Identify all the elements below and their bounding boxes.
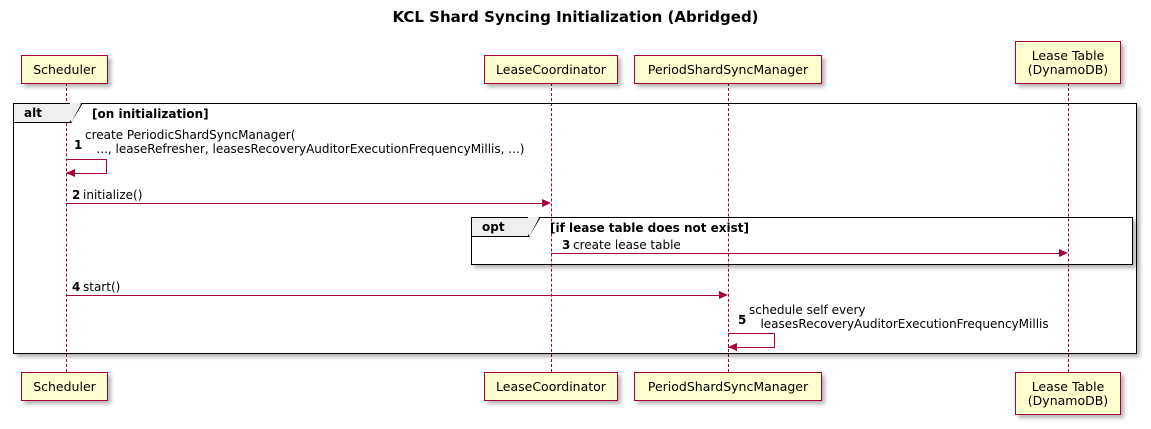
- alt-frame: [13, 103, 1137, 354]
- message-3-number: 3: [562, 238, 571, 252]
- opt-frame-operator-tab: opt: [472, 217, 540, 237]
- participant-scheduler-bottom-label: Scheduler: [33, 378, 96, 394]
- lifeline-scheduler: [66, 83, 67, 372]
- message-5-arrowhead: [728, 343, 737, 351]
- message-1-label: create PeriodicShardSyncManager( ..., le…: [85, 128, 525, 156]
- alt-frame-operator-tab: alt: [14, 103, 82, 123]
- participant-periodshardsyncmanager-bottom[interactable]: PeriodShardSyncManager: [634, 372, 822, 401]
- message-5-label: schedule self every leasesRecoveryAudito…: [749, 303, 1049, 331]
- lifeline-leasecoordinator: [551, 83, 552, 372]
- diagram-title: KCL Shard Syncing Initialization (Abridg…: [392, 8, 759, 26]
- participant-periodshardsyncmanager-top[interactable]: PeriodShardSyncManager: [634, 55, 822, 84]
- participant-periodshardsyncmanager-bottom-label: PeriodShardSyncManager: [647, 378, 809, 394]
- participant-leasecoordinator-top[interactable]: LeaseCoordinator: [484, 55, 618, 84]
- participant-leasetable-bottom[interactable]: Lease Table (DynamoDB): [1015, 372, 1121, 415]
- message-2-arrowhead: [542, 198, 551, 207]
- message-3-label: create lease table: [573, 238, 681, 252]
- message-3-line: [551, 253, 1060, 254]
- message-1-arrowhead: [66, 169, 75, 177]
- participant-scheduler-top[interactable]: Scheduler: [21, 55, 108, 84]
- message-4-label: start(): [83, 280, 121, 294]
- opt-operator-label: opt: [482, 220, 505, 234]
- participant-leasecoordinator-bottom-label: LeaseCoordinator: [496, 378, 606, 394]
- message-4-number: 4: [72, 280, 81, 294]
- participant-leasetable-top[interactable]: Lease Table (DynamoDB): [1015, 41, 1121, 84]
- participant-periodshardsyncmanager-top-label: PeriodShardSyncManager: [647, 61, 809, 77]
- message-1-self-loop: [66, 159, 107, 174]
- participant-leasecoordinator-top-label: LeaseCoordinator: [496, 61, 606, 77]
- participant-leasecoordinator-bottom[interactable]: LeaseCoordinator: [484, 372, 618, 401]
- participant-scheduler-bottom[interactable]: Scheduler: [21, 372, 108, 401]
- message-1-number: 1: [74, 138, 83, 152]
- message-5-number: 5: [738, 313, 747, 327]
- lifeline-periodshardsyncmanager: [728, 83, 729, 372]
- opt-tab-skew: [528, 217, 540, 237]
- lifeline-leasetable: [1068, 83, 1069, 372]
- opt-frame-condition: [if lease table does not exist]: [550, 221, 750, 235]
- alt-tab-skew: [70, 103, 82, 123]
- participant-leasetable-top-label: Lease Table (DynamoDB): [1027, 47, 1109, 77]
- message-5-self-loop: [728, 333, 775, 348]
- message-2-line: [66, 203, 543, 204]
- participant-leasetable-bottom-label: Lease Table (DynamoDB): [1027, 378, 1109, 408]
- participant-scheduler-top-label: Scheduler: [33, 61, 96, 77]
- message-4-line: [66, 295, 720, 296]
- opt-frame: [471, 217, 1133, 265]
- message-3-arrowhead: [1059, 248, 1068, 257]
- message-2-label: initialize(): [83, 188, 143, 202]
- message-2-number: 2: [72, 188, 81, 202]
- alt-frame-condition: [on initialization]: [92, 107, 209, 121]
- alt-operator-label: alt: [24, 106, 42, 120]
- message-4-arrowhead: [719, 290, 728, 299]
